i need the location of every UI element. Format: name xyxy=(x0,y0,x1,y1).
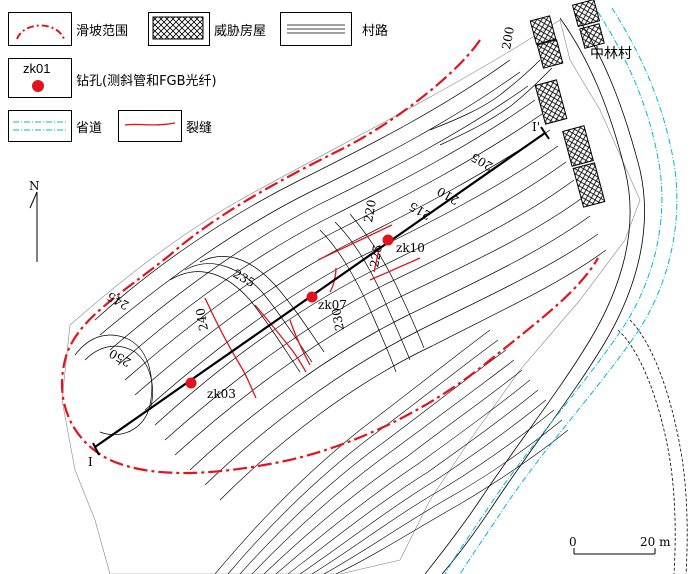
village-road xyxy=(424,11,688,574)
contour-label-225: 225 xyxy=(367,244,385,269)
cracks xyxy=(204,224,421,399)
contour-lines xyxy=(74,59,607,501)
scale-bar: 0 20 m xyxy=(569,535,671,555)
profile-end-tick-left xyxy=(92,442,100,456)
legend-landslide-label: 滑坡范围 xyxy=(76,24,129,39)
borehole-label-zk03: zk03 xyxy=(207,387,236,401)
legend-provincial-road-label: 省道 xyxy=(76,121,103,136)
borehole-swatch xyxy=(32,80,44,92)
house-swatch xyxy=(152,16,204,40)
crack-swatch xyxy=(124,122,176,126)
contour-label-220: 220 xyxy=(361,199,379,224)
contour-label-205: 205 xyxy=(469,150,496,174)
scale-zero: 0 xyxy=(569,535,577,549)
contour-label-200: 200 xyxy=(499,26,517,51)
village-label: 中林村 xyxy=(590,46,632,62)
scale-distance: 20 m xyxy=(640,535,671,549)
legend-house-box xyxy=(148,12,210,46)
north-arrow: N xyxy=(29,179,40,262)
legend-house-label: 威胁房屋 xyxy=(214,24,267,39)
profile-line xyxy=(94,132,546,448)
road-swatch xyxy=(287,24,345,34)
profile-end-label: I' xyxy=(532,120,540,134)
borehole-marker-zk07[interactable] xyxy=(306,291,318,303)
profile-end-tick-right xyxy=(540,126,550,140)
legend-crack-box xyxy=(118,110,182,142)
landslide-swatch xyxy=(16,24,65,40)
landslide-boundary xyxy=(60,39,599,475)
profile-start-label: I xyxy=(88,455,93,469)
contour-label-240: 240 xyxy=(193,307,211,332)
steep-slope-contours xyxy=(214,329,569,574)
legend-road-label: 村路 xyxy=(362,24,389,39)
legend-borehole-label: 钻孔(测斜管和FGB光纤) xyxy=(76,74,217,89)
provincial-road-swatch xyxy=(13,121,67,131)
legend-borehole-box: zk01 xyxy=(8,58,72,98)
legend-provincial-road-box xyxy=(8,110,72,142)
contour-label-230: 230 xyxy=(329,307,347,332)
legend-road-box xyxy=(280,12,352,46)
survey-boundary xyxy=(61,19,641,574)
borehole-marker-zk03[interactable] xyxy=(185,377,197,389)
north-label: N xyxy=(29,179,40,193)
legend-landslide-box xyxy=(8,12,72,46)
threatened-houses xyxy=(529,0,606,208)
borehole-label-zk07: zk07 xyxy=(318,298,347,312)
legend-crack-label: 裂缝 xyxy=(186,121,213,136)
contour-label-210: 210 xyxy=(435,184,462,208)
borehole-label-zk10: zk10 xyxy=(396,241,425,255)
legend-borehole-sample: zk01 xyxy=(23,61,51,76)
contour-label-215: 215 xyxy=(407,199,434,223)
borehole-marker-zk10[interactable] xyxy=(382,234,394,246)
provincial-road xyxy=(444,7,678,574)
